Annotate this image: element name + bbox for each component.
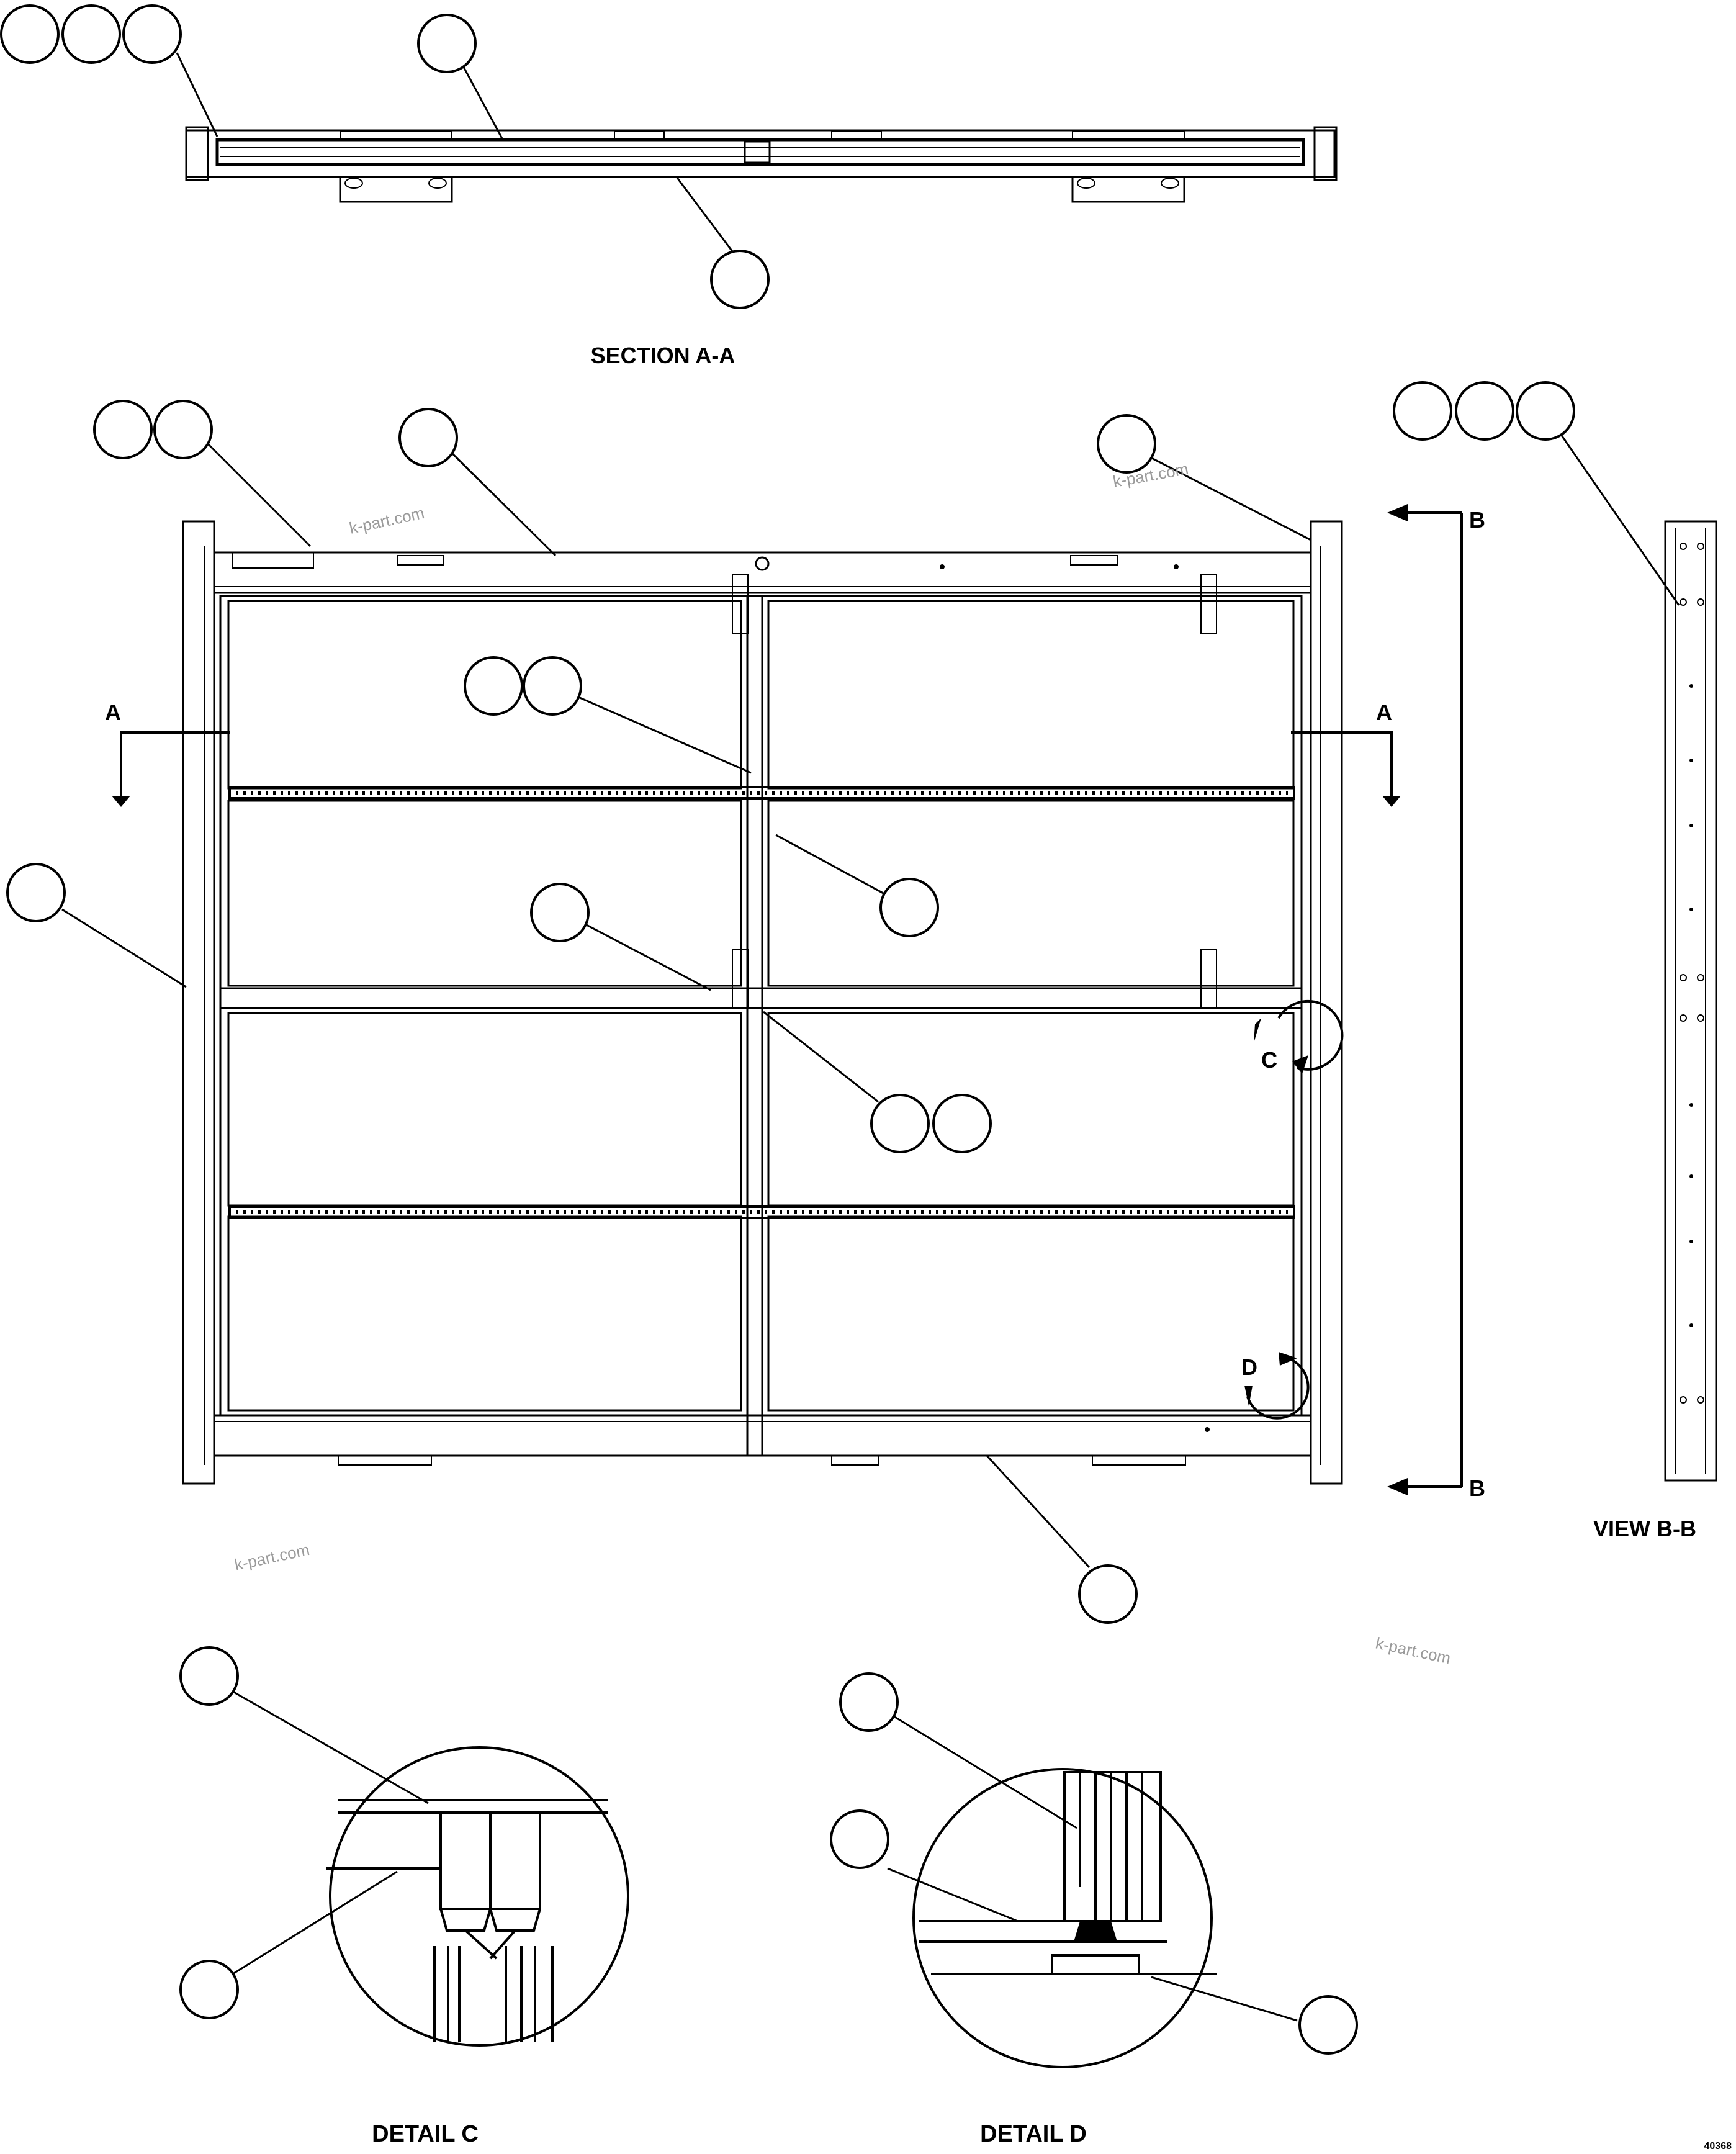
detail-c-label: C bbox=[1261, 1047, 1277, 1073]
perforated-rails bbox=[228, 786, 1295, 1219]
main-frame bbox=[182, 520, 1343, 1485]
detail-d-marker bbox=[1244, 1352, 1310, 1420]
section-b-label-bottom: B bbox=[1469, 1476, 1485, 1501]
section-a-arrow-left bbox=[112, 731, 230, 807]
section-aa-view bbox=[185, 126, 1338, 203]
view-bb-side-rail bbox=[1664, 520, 1717, 1482]
watermark-4: k-part.com bbox=[1374, 1634, 1452, 1668]
main-view-callouts bbox=[6, 381, 1575, 1624]
watermark-3: k-part.com bbox=[233, 1540, 311, 1574]
section-aa-callouts bbox=[0, 4, 770, 309]
section-aa-caption: SECTION A-A bbox=[591, 343, 735, 368]
detail-c-view bbox=[326, 1746, 629, 2047]
screen-panels bbox=[227, 600, 1295, 1412]
detail-c-leaders bbox=[232, 1690, 429, 1975]
detail-d-label: D bbox=[1241, 1354, 1257, 1380]
watermark-1: k-part.com bbox=[348, 503, 426, 538]
main-view-leaders bbox=[61, 434, 1680, 1569]
section-a-label-left: A bbox=[105, 700, 121, 725]
section-a-label-right: A bbox=[1376, 700, 1392, 725]
detail-d-view bbox=[912, 1768, 1217, 2068]
detail-c-caption: DETAIL C bbox=[372, 2121, 479, 2147]
detail-d-caption: DETAIL D bbox=[980, 2121, 1087, 2147]
section-b-line bbox=[1387, 504, 1463, 1495]
detail-d-callouts bbox=[830, 1672, 1358, 2055]
detail-d-leaders bbox=[887, 1715, 1298, 2022]
view-bb-caption: VIEW B-B bbox=[1593, 1516, 1696, 1541]
detail-c-marker bbox=[1254, 999, 1344, 1074]
section-aa-leaders bbox=[176, 52, 734, 252]
section-a-arrow-right bbox=[1291, 731, 1401, 807]
detail-c-callouts bbox=[179, 1646, 239, 2019]
drawing-number: 40368 bbox=[1704, 2141, 1732, 2152]
section-b-label-top: B bbox=[1469, 507, 1485, 533]
